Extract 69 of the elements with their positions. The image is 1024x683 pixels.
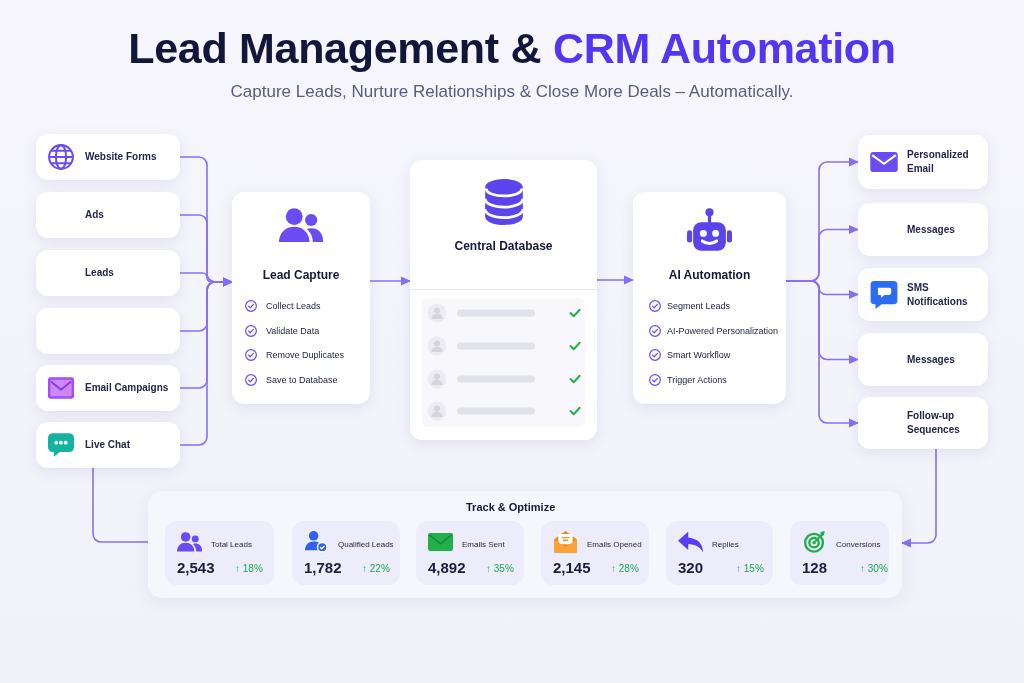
database-card [410,160,597,440]
metric-value: 2,543 [177,559,215,577]
card-title: Lead Capture [261,267,341,283]
arrow [369,276,411,286]
title: Lead Management & CRM Automation [127,23,897,74]
card-title: AI Automation [667,267,752,283]
metric-change: ↑ 18% [235,562,263,575]
subtitle: Capture Leads, Nurture Relationships & Close More Deals – Automatically. [229,82,795,102]
metric-label: Qualified Leads [338,539,394,551]
metric-change: ↑ 15% [736,562,764,575]
channel-label: Personalized Email [907,148,970,176]
source-card [36,308,180,354]
metric-card [666,521,773,585]
metric-value: 128 [802,559,828,577]
card-title: Central Database [453,238,554,254]
step-item: Segment Leads [667,300,731,312]
step-item: Trigger Actions [667,374,727,387]
step-item: Smart Workflow [667,349,731,362]
channel-label: Messages [907,222,956,237]
metric-card [541,521,649,585]
channel-label: SMS Notifications [907,280,969,309]
source-card [36,192,180,238]
metric-value: 4,892 [428,559,466,577]
arrow [785,280,859,428]
metric-card [292,521,400,585]
source-card [36,250,180,296]
step-item: Validate Data [266,324,320,337]
metric-label: Conversions [836,539,881,551]
metrics-panel [148,491,902,598]
channel-card [858,333,988,386]
panel-title: Track & Optimize [466,500,556,515]
metric-value: 2,145 [553,559,591,577]
source-label: Ads [85,208,105,222]
channel-label: Follow-up Sequences [907,409,961,437]
metric-value: 1,782 [304,559,342,577]
channel-card [858,268,988,321]
metric-card [416,521,524,585]
step-item: Collect Leads [266,300,321,312]
metric-change: ↑ 35% [486,562,514,575]
source-label: Email Campaigns [85,381,170,395]
source-card [36,422,180,468]
metric-label: Emails Sent [462,539,505,551]
connector-line [92,467,149,543]
metric-label: Replies [712,539,739,551]
arrow [596,275,634,285]
metric-change: ↑ 28% [611,562,639,575]
source-label: Website Forms [85,150,158,164]
metric-card [790,521,889,585]
arrow [901,448,937,548]
process-card [232,192,370,404]
channel-label: Messages [907,352,956,367]
channel-card [858,203,988,256]
source-label: Leads [85,266,115,280]
metric-label: Emails Opened [587,539,642,551]
metric-change: ↑ 22% [362,562,390,575]
step-item: Remove Duplicates [266,349,345,362]
process-card [633,192,786,404]
arrow [179,277,233,446]
metric-value: 320 [678,559,704,577]
metric-card [165,521,274,585]
step-item: Save to Database [266,374,338,387]
source-card [36,134,180,180]
metric-label: Total Leads [211,539,252,551]
channel-card [858,135,988,189]
metric-change: ↑ 30% [860,562,888,575]
step-item: AI-Powered Personalization [667,324,779,337]
source-label: Live Chat [85,438,131,452]
channel-card [858,397,988,449]
source-card [36,365,180,411]
